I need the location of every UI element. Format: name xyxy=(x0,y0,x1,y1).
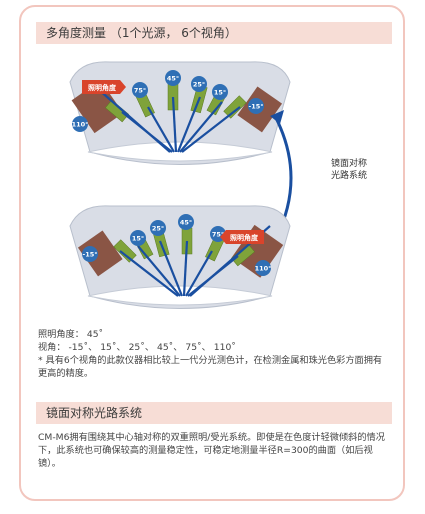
angle-label-top-75: 75° xyxy=(132,82,148,98)
angle-label-top-minus15: -15° xyxy=(248,98,264,114)
angle-label-bottom-15: 15° xyxy=(130,230,146,246)
mirror-symmetry-label: 镜面对称 光路系统 xyxy=(319,158,379,182)
receiver-housing xyxy=(77,230,123,277)
svg-text:-15°: -15° xyxy=(249,103,264,111)
viewing-angles-text: 视角： -15˚、 15˚、 25˚、 45˚、 75˚、 110˚ xyxy=(38,342,236,353)
illumination-angle-text: 照明角度： 45˚ xyxy=(38,329,104,340)
svg-text:25°: 25° xyxy=(193,81,205,89)
angle-label-top-15: 15° xyxy=(212,84,228,100)
mirror-system-description: CM-M6拥有围绕其中心轴对称的双重照明/受光系统。即使是在色度计轻微倾斜的情况… xyxy=(38,432,385,469)
svg-text:75°: 75° xyxy=(212,231,224,239)
svg-text:45°: 45° xyxy=(167,75,179,83)
svg-text:照明角度: 照明角度 xyxy=(88,83,117,92)
angle-label-top-45: 45° xyxy=(165,70,181,86)
angle-label-bottom-45: 45° xyxy=(178,214,194,230)
svg-text:-15°: -15° xyxy=(83,251,98,259)
svg-text:照明角度: 照明角度 xyxy=(230,233,259,242)
angle-label-top-25: 25° xyxy=(191,76,207,92)
angle-label-bottom-minus15: -15° xyxy=(82,246,98,262)
illumination-housing xyxy=(231,224,284,278)
mirror-label-line1: 镜面对称 xyxy=(330,159,367,169)
svg-text:25°: 25° xyxy=(152,225,164,233)
svg-text:15°: 15° xyxy=(214,89,226,97)
svg-text:110°: 110° xyxy=(72,121,89,129)
angle-label-top-110: 110° xyxy=(72,116,89,132)
svg-text:15°: 15° xyxy=(132,235,144,243)
illumination-angle-tag-bottom: 照明角度 xyxy=(220,230,264,244)
section-title-multi-angle: 多角度测量 （1个光源， 6个视角） xyxy=(36,22,392,44)
svg-text:110°: 110° xyxy=(255,265,272,273)
angle-info-block: 照明角度： 45˚ 视角： -15˚、 15˚、 25˚、 45˚、 75˚、 … xyxy=(38,328,390,380)
mirror-label-line2: 光路系统 xyxy=(330,171,367,181)
illumination-angle-tag-top: 照明角度 xyxy=(82,80,126,94)
optics-diagram-top: 110° 75° 45° 25° 15° -15° 照明角度 xyxy=(69,61,291,165)
section-title-mirror-system: 镜面对称光路系统 xyxy=(36,402,392,424)
optics-diagram-bottom: -15° 15° 25° 45° 75° 110° 照明角度 xyxy=(69,205,291,309)
precision-note: * 具有6个视角的此款仪器相比较上一代分光测色计，在检测金属和珠光色彩方面拥有更… xyxy=(38,355,383,379)
angle-label-bottom-110: 110° xyxy=(255,260,272,276)
svg-text:75°: 75° xyxy=(134,87,146,95)
angle-label-bottom-25: 25° xyxy=(150,220,166,236)
svg-text:45°: 45° xyxy=(180,219,192,227)
